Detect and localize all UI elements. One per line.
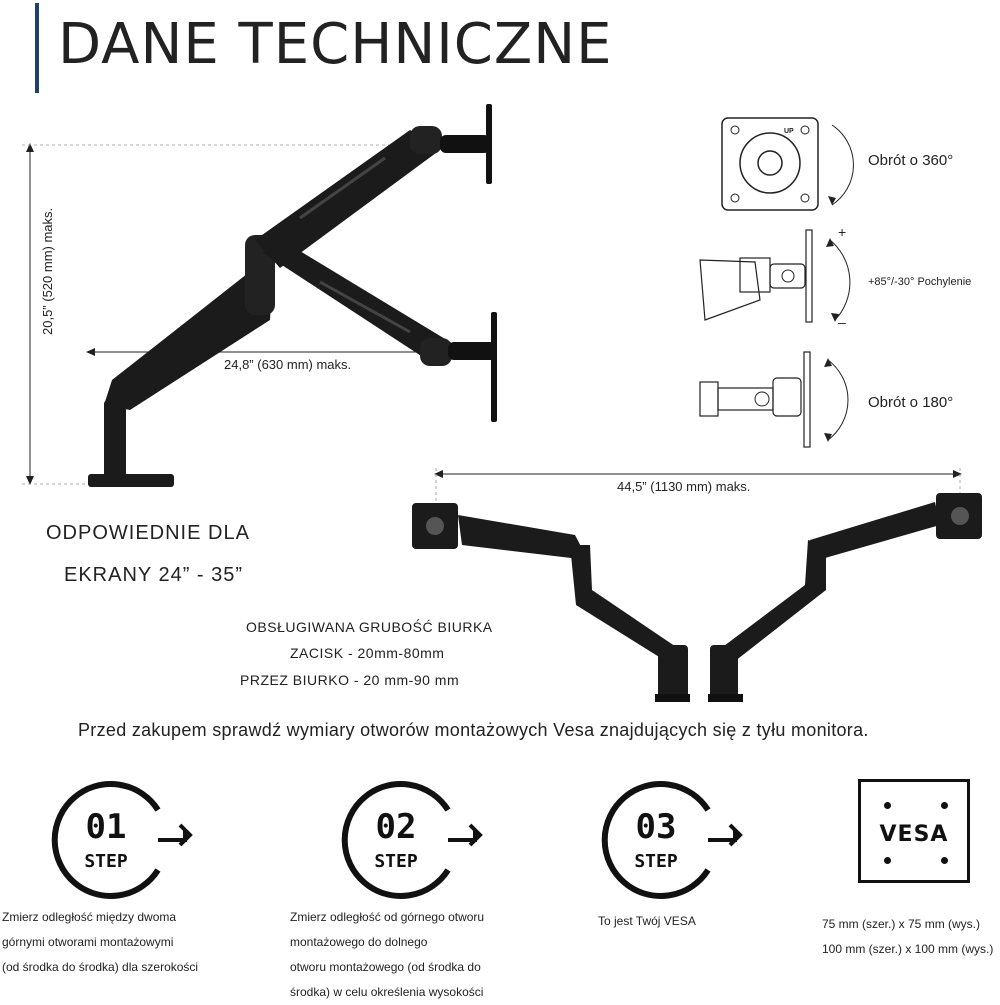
vesa-logo: VESA bbox=[858, 779, 970, 883]
desk-clamp-range: ZACISK - 20mm-80mm bbox=[290, 645, 445, 661]
vesa-logo-word: VESA bbox=[879, 822, 949, 847]
step-1-line: Zmierz odległość między dwoma bbox=[2, 910, 177, 924]
step-3-line: To jest Twój VESA bbox=[598, 914, 696, 928]
step-1-description: Zmierz odległość między dwoma górnymi ot… bbox=[2, 905, 198, 980]
reach-dimension-label: 24,8” (630 mm) maks. bbox=[222, 357, 354, 372]
tilt-minus-sign: – bbox=[838, 314, 846, 330]
step-1-line: (od środka do środka) dla szerokości bbox=[2, 960, 199, 974]
step-2-line: Zmierz odległość od górnego otworu bbox=[290, 910, 485, 924]
tilt-label: +85°/-30° Pochylenie bbox=[868, 276, 972, 288]
title-accent-bar bbox=[35, 3, 39, 93]
rotate-360-label: Obrót o 360° bbox=[868, 152, 954, 169]
step-1-word: STEP bbox=[84, 851, 128, 872]
step-2-line: montażowego do dolnego bbox=[290, 935, 428, 949]
step-3-word: STEP bbox=[634, 851, 678, 872]
step-2-number: 02 bbox=[376, 807, 417, 847]
step-3-icon: 03 STEP bbox=[601, 781, 743, 899]
vesa-size-75: 75 mm (szer.) x 75 mm (wys.) bbox=[822, 917, 981, 931]
step-2-icon: 02 STEP bbox=[341, 781, 483, 899]
up-marker: UP bbox=[784, 128, 794, 135]
step-3-number: 03 bbox=[636, 807, 677, 847]
step-2-line: środka) w celu określenia wysokości bbox=[290, 985, 484, 999]
rotate-180-label: Obrót o 180° bbox=[868, 394, 954, 411]
tilt-plus-sign: + bbox=[838, 224, 847, 240]
vesa-check-note: Przed zakupem sprawdź wymiary otworów mo… bbox=[78, 720, 869, 740]
step-1-line: górnymi otworami montażowymi bbox=[2, 935, 174, 949]
dual-reach-dimension-label: 44,5” (1130 mm) maks. bbox=[615, 479, 753, 494]
vesa-sizes: 75 mm (szer.) x 75 mm (wys.) 100 mm (sze… bbox=[822, 912, 993, 962]
vesa-size-100: 100 mm (szer.) x 100 mm (wys.) bbox=[822, 942, 994, 956]
step-3-description: To jest Twój VESA bbox=[598, 909, 696, 934]
desk-grommet-range: PRZEZ BIURKO - 20 mm-90 mm bbox=[240, 672, 460, 688]
desk-thickness-heading: OBSŁUGIWANA GRUBOŚĆ BIURKA bbox=[246, 619, 493, 635]
step-1-number: 01 bbox=[86, 807, 127, 847]
step-2-word: STEP bbox=[374, 851, 418, 872]
step-2-description: Zmierz odległość od górnego otworu monta… bbox=[290, 905, 484, 1005]
suitability-line-1: ODPOWIEDNIE DLA bbox=[46, 522, 250, 544]
suitability-line-2: EKRANY 24” - 35” bbox=[64, 564, 244, 586]
step-1-icon: 01 STEP bbox=[51, 781, 193, 899]
page-title: DANE TECHNICZNE bbox=[58, 12, 613, 77]
step-2-line: otworu montażowego (od środka do bbox=[290, 960, 481, 974]
